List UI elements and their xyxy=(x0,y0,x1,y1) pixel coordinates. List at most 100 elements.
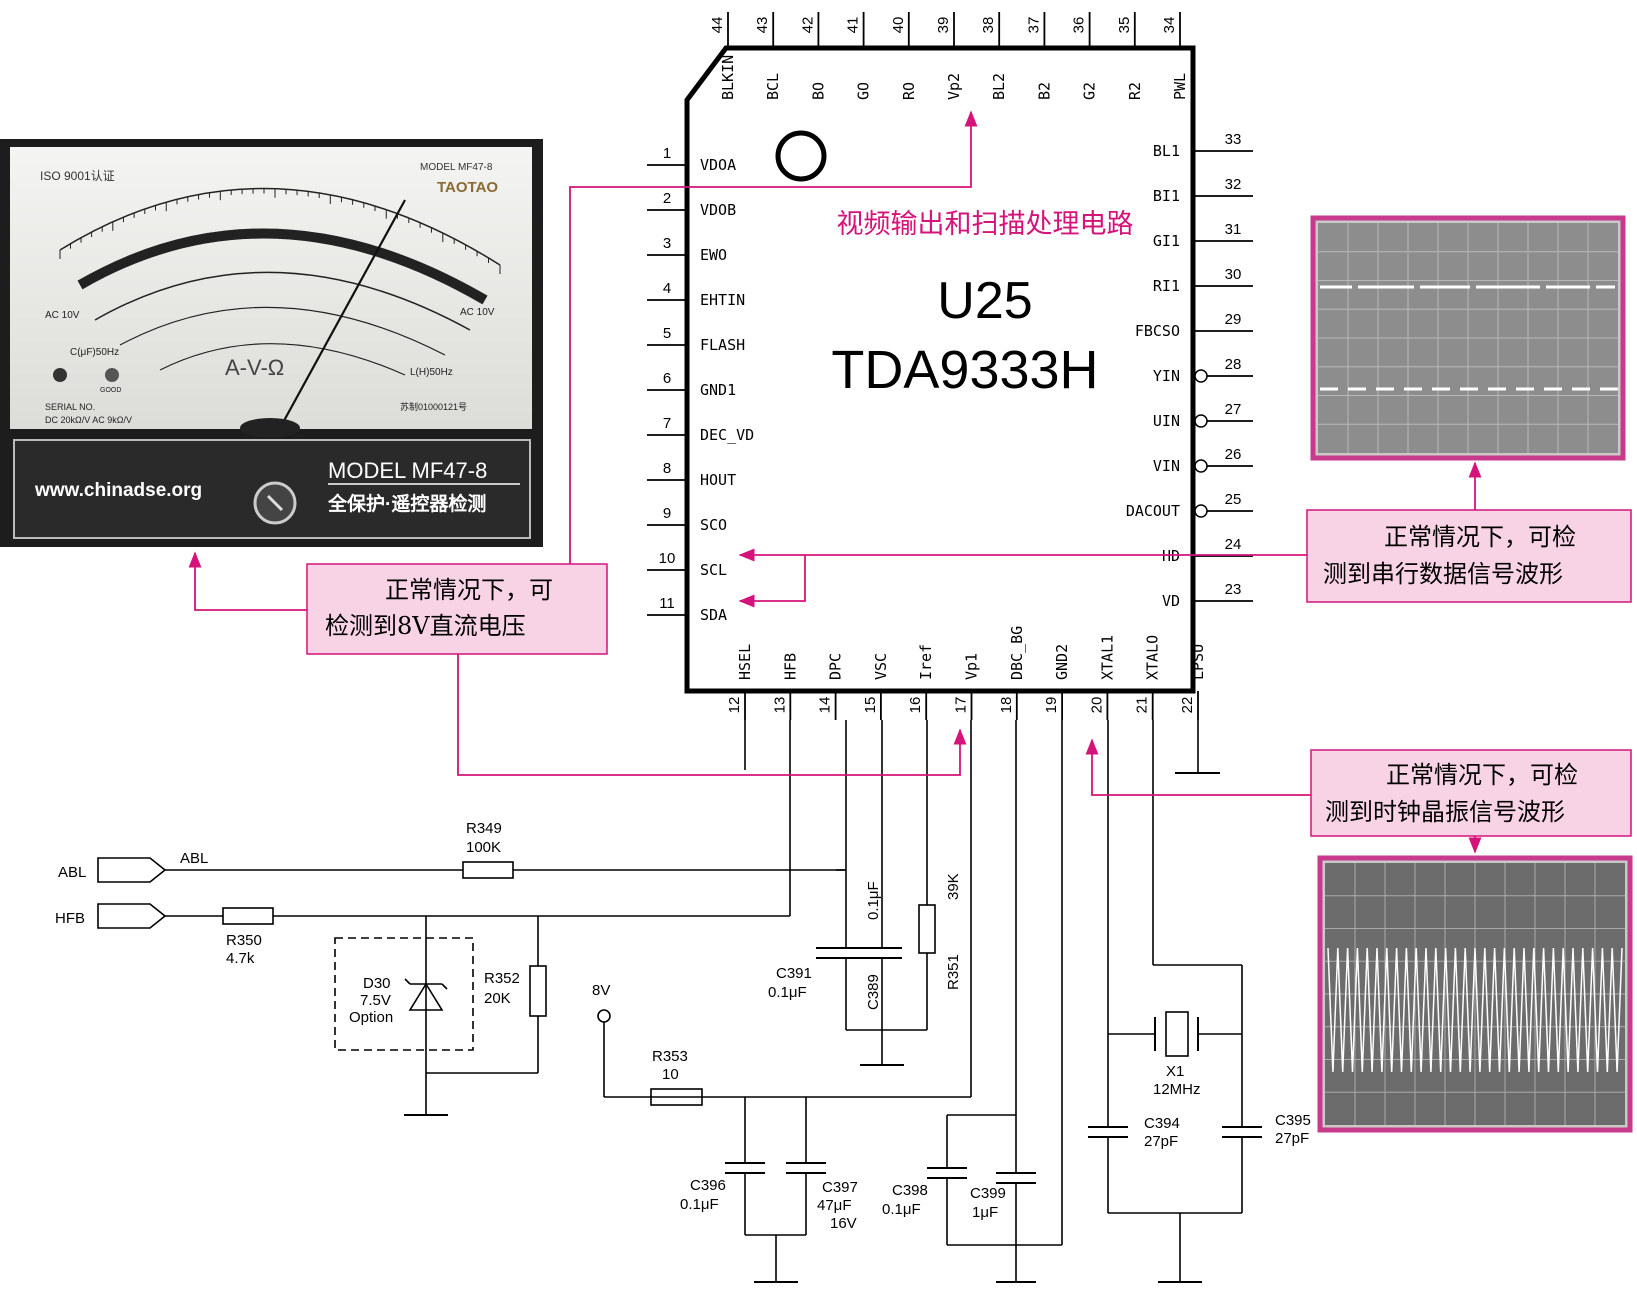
pin-number: 21 xyxy=(1134,697,1151,714)
pin-number: 39 xyxy=(935,17,952,34)
callout-clock-line2: 测到时钟晶振信号波形 xyxy=(1325,798,1565,826)
website-label: www.chinadse.org xyxy=(34,480,202,501)
inverted-pin-icon xyxy=(1194,414,1208,428)
hfb-connector-label: HFB xyxy=(55,910,85,927)
pin-number: 9 xyxy=(663,505,671,522)
pin-name: R2 xyxy=(1126,82,1144,100)
scope-clock xyxy=(1317,855,1633,1133)
pin-name: G2 xyxy=(1081,82,1099,100)
pin-name: VDOB xyxy=(700,201,736,219)
r350-value: 4.7k xyxy=(226,950,255,967)
pin-number: 10 xyxy=(659,550,676,567)
scale-arc-band xyxy=(77,228,488,305)
pin-name: BLKIN xyxy=(719,55,737,100)
r349-resistor xyxy=(462,861,514,879)
pin-name: GND2 xyxy=(1053,644,1071,680)
needle-pivot xyxy=(240,418,300,438)
brand-label: TAOTAO xyxy=(437,179,498,196)
model-small-label: MODEL MF47-8 xyxy=(420,162,493,173)
pin-name: FLASH xyxy=(700,336,745,354)
pin-number: 25 xyxy=(1225,491,1242,508)
c396-value: 0.1μF xyxy=(680,1196,719,1213)
d30-note: Option xyxy=(349,1009,393,1026)
pin-name: UIN xyxy=(1153,412,1180,430)
pin-name: HSEL xyxy=(736,644,754,680)
callout-serial-line1: 正常情况下，可检 xyxy=(1384,523,1576,551)
pin-number: 36 xyxy=(1071,17,1088,34)
callout-serial-line2: 测到串行数据信号波形 xyxy=(1323,560,1563,588)
x1-value: 12MHz xyxy=(1153,1081,1201,1098)
pin-name: BL1 xyxy=(1153,142,1180,160)
cert-label: 苏制01000121号 xyxy=(400,401,467,412)
pin-name: GND1 xyxy=(700,381,736,399)
pin-number: 3 xyxy=(663,235,671,252)
abl-net-label: ABL xyxy=(180,850,208,867)
pin-number: 23 xyxy=(1225,581,1242,598)
pin-number: 7 xyxy=(663,415,671,432)
ic-outline xyxy=(684,45,1196,694)
pin-number: 44 xyxy=(709,17,726,34)
pin-number: 41 xyxy=(845,17,862,34)
wiring xyxy=(97,720,1262,1283)
inverted-pin-icon xyxy=(1194,504,1208,518)
pin-name: GO xyxy=(855,82,873,100)
pin-name: DBC_BG xyxy=(1008,626,1026,680)
c395-value: 27pF xyxy=(1275,1130,1309,1147)
serial-label: SERIAL NO. xyxy=(45,402,95,412)
hfb-connector xyxy=(97,903,167,929)
c396-ref: C396 xyxy=(690,1177,726,1194)
slogan-label: 全保护·遥控器检测 xyxy=(327,492,486,515)
c399-ref: C399 xyxy=(970,1185,1006,1202)
c391-value: 0.1μF xyxy=(768,984,807,1001)
x1-crystal xyxy=(1165,1011,1189,1057)
c389-ref: C389 xyxy=(865,974,882,1010)
pin-number: 22 xyxy=(1179,697,1196,714)
pin-number: 42 xyxy=(799,17,816,34)
clock-waveform xyxy=(1327,947,1623,1073)
pin-number: 31 xyxy=(1225,221,1242,238)
serial-data-waveform xyxy=(1320,285,1618,391)
component-labels: ABL ABL HFB R349 100K R350 4.7k R352 20K… xyxy=(55,820,1311,1232)
pin-name: XTALO xyxy=(1144,635,1162,680)
avo-label: A-V-Ω xyxy=(225,355,284,380)
pin-name: B2 xyxy=(1035,82,1053,100)
scale-arc-hfe xyxy=(119,306,446,356)
c394-ref: C394 xyxy=(1144,1115,1180,1132)
c391-ref: C391 xyxy=(776,965,812,982)
pin-name: EWO xyxy=(700,246,727,264)
callout-clock-line1: 正常情况下，可检 xyxy=(1386,761,1578,789)
c394-value: 27pF xyxy=(1144,1133,1178,1150)
pin-name: BL2 xyxy=(990,73,1008,100)
d30-option-box xyxy=(334,937,474,1051)
scale-arc-db xyxy=(159,343,406,376)
r350-ref: R350 xyxy=(226,932,262,949)
d30-zener-diode-icon xyxy=(408,982,444,1011)
led-icon xyxy=(53,368,67,382)
chip-part: TDA9333H xyxy=(831,340,1098,400)
pin-number: 37 xyxy=(1025,17,1042,34)
x1-ref: X1 xyxy=(1166,1063,1184,1080)
r352-ref: R352 xyxy=(484,970,520,987)
callout-8v-line1: 正常情况下，可 xyxy=(385,576,553,604)
pin-name: DACOUT xyxy=(1126,502,1180,520)
abl-connector-label: ABL xyxy=(58,864,86,881)
d30-ref: D30 xyxy=(363,975,391,992)
ind-scale-label: L(H)50Hz xyxy=(410,367,453,378)
pin-name: PWL xyxy=(1171,73,1189,100)
ac-right-label: AC 10V xyxy=(460,307,495,318)
r351-value: 39K xyxy=(945,873,962,900)
pin-name: BO xyxy=(809,82,827,100)
pin-number: 16 xyxy=(907,697,924,714)
pin-number: 18 xyxy=(998,697,1015,714)
ic-pins: 1VDOA2VDOB3EWO4EHTIN5FLASH6GND17DEC_VD8H… xyxy=(647,12,1253,720)
pin-name: DEC_VD xyxy=(700,426,754,444)
supply-8v-terminal-icon xyxy=(597,1009,611,1023)
pin-number: 15 xyxy=(862,697,879,714)
pin-number: 4 xyxy=(663,280,671,297)
chip-function-label: 视频输出和扫描处理电路 xyxy=(837,209,1134,240)
pin-number: 26 xyxy=(1225,446,1242,463)
pin-name: BCL xyxy=(764,73,782,100)
pin-number: 33 xyxy=(1225,131,1242,148)
pin-number: 17 xyxy=(953,697,970,714)
